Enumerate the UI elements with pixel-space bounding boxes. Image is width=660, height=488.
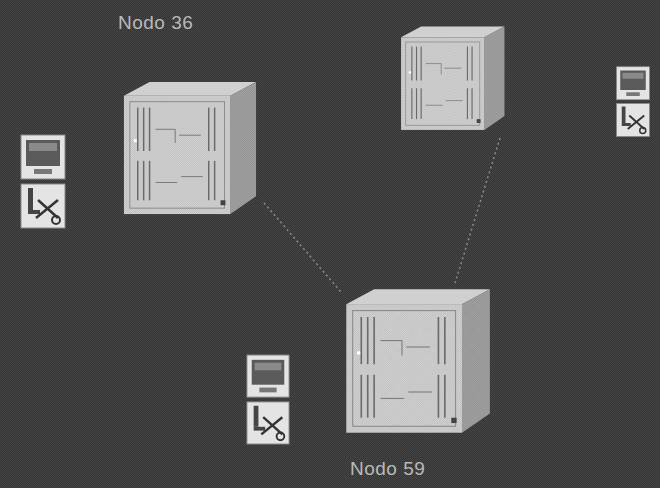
server-node: Nodo 59 <box>342 282 494 480</box>
server-node: Nodo 36 <box>112 12 264 218</box>
node-label: Nodo 36 <box>118 12 193 34</box>
network-link <box>264 203 342 293</box>
node-label: Nodo 59 <box>350 458 425 480</box>
